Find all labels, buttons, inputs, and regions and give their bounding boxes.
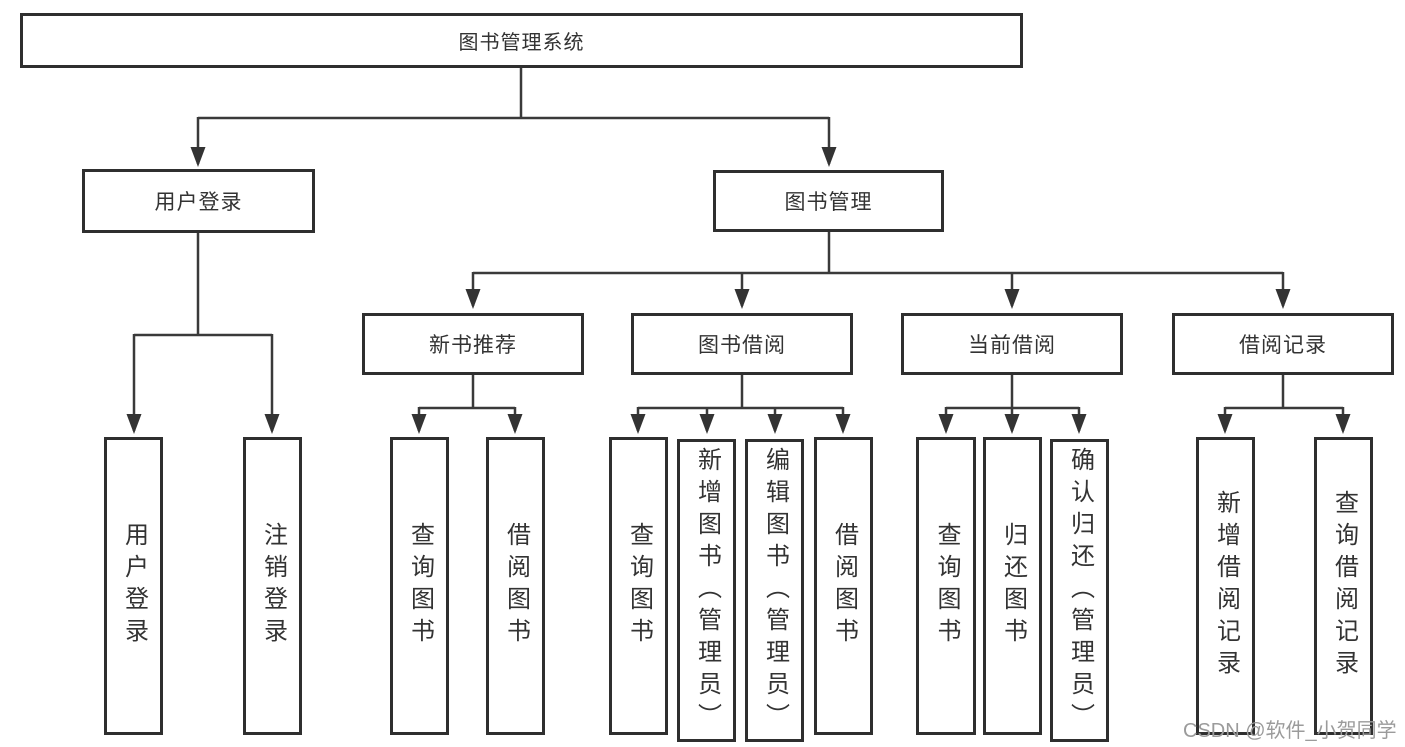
node-label: 用户登录 — [120, 522, 148, 650]
node-label: 当前借阅 — [968, 334, 1056, 357]
leaf-confirm-return-admin: 确认归还（管理员） — [1050, 439, 1109, 742]
node-label: 新书推荐 — [429, 334, 517, 357]
leaf-return-book: 归还图书 — [983, 437, 1042, 735]
leaf-user-login: 用户登录 — [104, 437, 163, 735]
node-label: 归还图书 — [999, 522, 1027, 650]
leaf-query-borrow-record: 查询借阅记录 — [1314, 437, 1373, 735]
leaf-query-book-borrow: 查询图书 — [609, 437, 668, 735]
node-current-borrow: 当前借阅 — [901, 313, 1123, 375]
node-user-login: 用户登录 — [82, 169, 315, 233]
node-library-management-system: 图书管理系统 — [20, 13, 1023, 68]
leaf-add-borrow-record: 新增借阅记录 — [1196, 437, 1255, 735]
csdn-watermark: CSDN @软件_小贺同学 — [1183, 720, 1397, 742]
node-label: 新增借阅记录 — [1212, 490, 1240, 682]
node-label: 借阅图书 — [502, 522, 530, 650]
node-label: 新增图书（管理员） — [693, 446, 721, 735]
node-label: 查询借阅记录 — [1330, 490, 1358, 682]
node-borrow-record: 借阅记录 — [1172, 313, 1394, 375]
leaf-logout-login: 注销登录 — [243, 437, 302, 735]
node-label: 查询图书 — [625, 522, 653, 650]
node-new-book-recommend: 新书推荐 — [362, 313, 584, 375]
leaf-add-book-admin: 新增图书（管理员） — [677, 439, 736, 742]
node-label: 确认归还（管理员） — [1066, 446, 1094, 735]
node-label: 图书管理 — [784, 191, 873, 214]
node-label: 用户登录 — [154, 191, 243, 214]
node-label: 查询图书 — [933, 522, 960, 650]
node-label: 注销登录 — [259, 522, 287, 650]
node-label: 借阅图书 — [830, 522, 858, 650]
node-book-management: 图书管理 — [713, 170, 944, 232]
node-label: 图书借阅 — [698, 334, 786, 357]
node-label: 图书管理系统 — [458, 32, 585, 54]
node-book-borrow: 图书借阅 — [631, 313, 853, 375]
leaf-edit-book-admin: 编辑图书（管理员） — [745, 439, 804, 742]
leaf-borrow-book-recommend: 借阅图书 — [486, 437, 545, 735]
node-label: 编辑图书（管理员） — [761, 446, 789, 735]
node-label: 借阅记录 — [1239, 334, 1327, 357]
leaf-query-book-current: 查询图书 — [916, 437, 976, 735]
node-label: 查询图书 — [406, 522, 434, 650]
leaf-borrow-book-borrow: 借阅图书 — [814, 437, 873, 735]
leaf-query-book-recommend: 查询图书 — [390, 437, 449, 735]
